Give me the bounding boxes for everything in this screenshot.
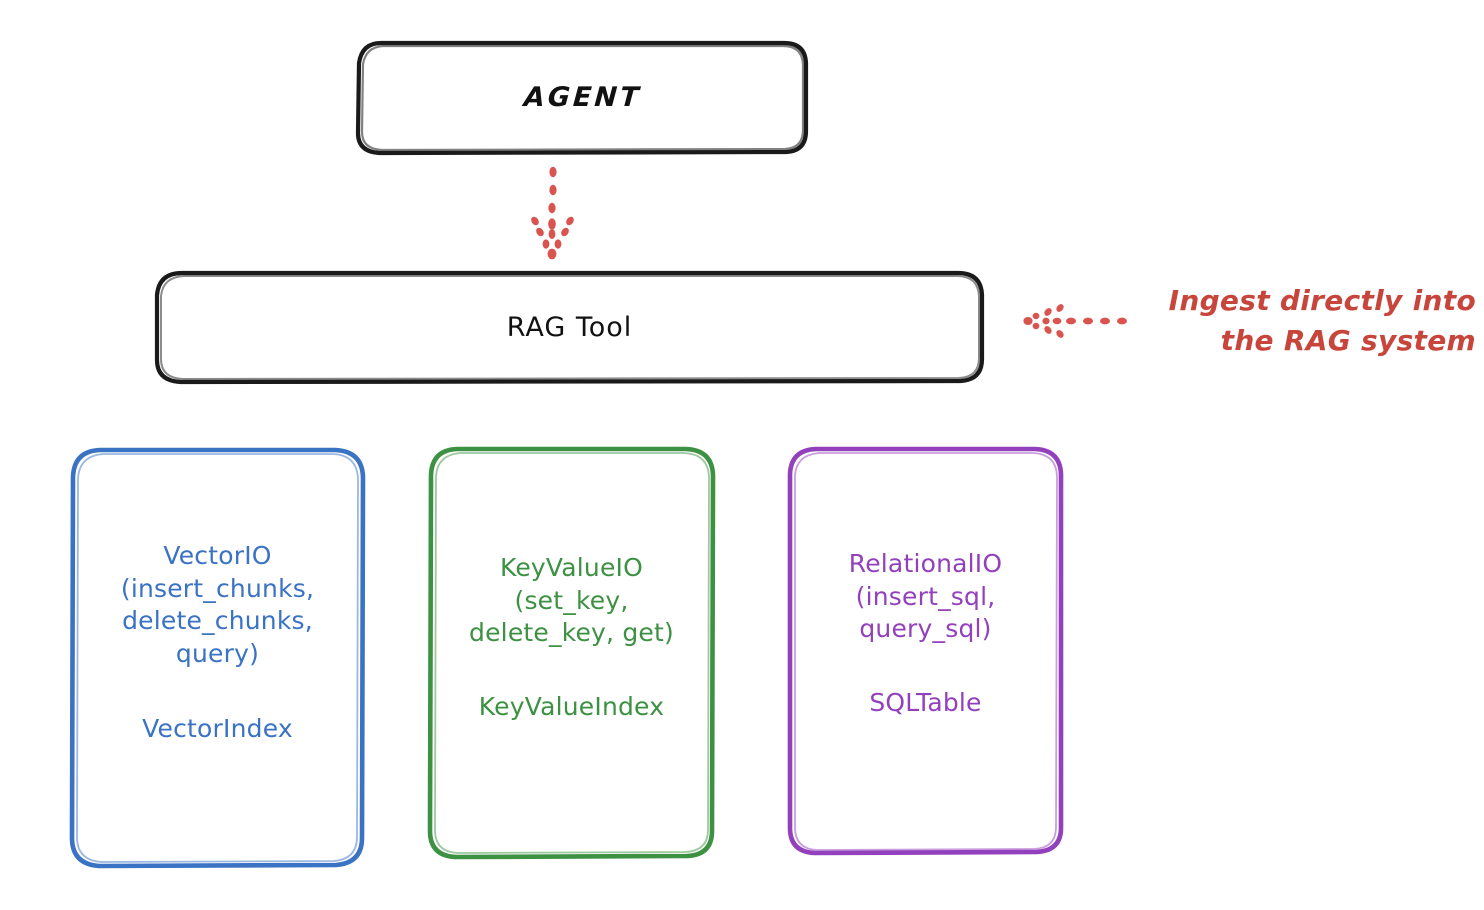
annotation-to-rag-dotted-arrow — [1023, 304, 1127, 338]
rag-tool-label: RAG Tool — [506, 311, 633, 343]
key-value-io-box-outline — [427, 446, 716, 860]
relational-io-api-label: RelationalIO (insert_sql, query_sql) — [848, 549, 1003, 643]
vector-io-box-outline — [69, 447, 366, 869]
agent-to-rag-dotted-arrow — [531, 166, 574, 260]
ingest-annotation-text: Ingest directly into the RAG system — [1168, 284, 1476, 357]
relational-io-box-outline — [787, 446, 1064, 856]
agent-box-outline — [355, 40, 809, 156]
key-value-io-box[interactable]: KeyValueIO (set_key, delete_key, get) Ke… — [430, 448, 713, 857]
vector-index-label: VectorIndex — [142, 714, 293, 743]
agent-label: AGENT — [522, 82, 643, 113]
rag-tool-box-outline — [154, 270, 985, 385]
rag-tool-box[interactable]: RAG Tool — [157, 272, 982, 382]
agent-box[interactable]: AGENT — [358, 42, 807, 153]
vector-io-box[interactable]: VectorIO (insert_chunks, delete_chunks, … — [72, 448, 363, 866]
sql-table-label: SQLTable — [869, 687, 982, 717]
vector-io-api-label: VectorIO (insert_chunks, delete_chunks, … — [120, 541, 315, 668]
key-value-index-label: KeyValueIndex — [478, 691, 665, 721]
relational-io-box[interactable]: RelationalIO (insert_sql, query_sql) SQL… — [790, 448, 1061, 853]
key-value-io-api-label: KeyValueIO (set_key, delete_key, get) — [469, 553, 674, 647]
